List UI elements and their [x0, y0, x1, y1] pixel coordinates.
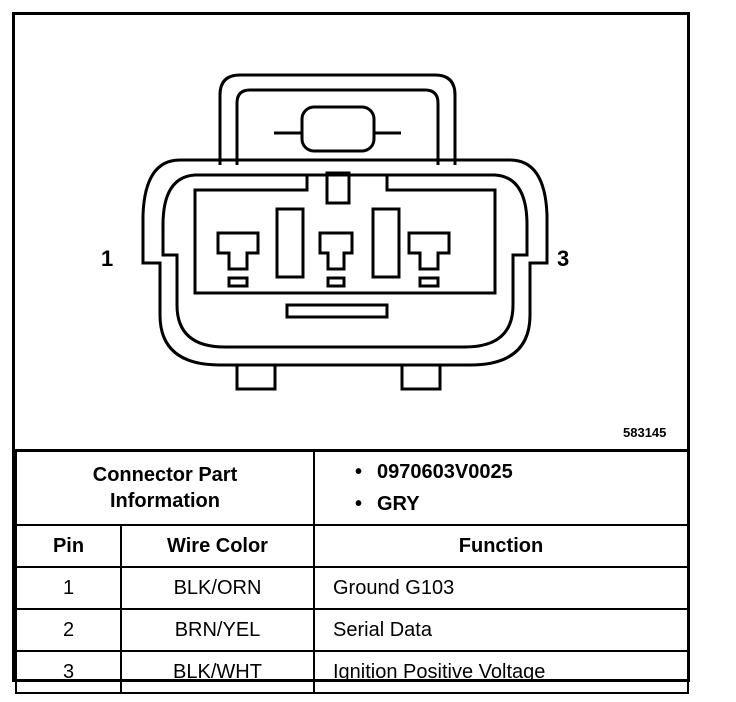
- connector-face-drawing: [141, 73, 549, 391]
- pin-label-1: 1: [101, 246, 114, 271]
- cavity-wall-2: [371, 207, 401, 279]
- latch-outer: [218, 73, 457, 165]
- cavity-wall-1: [275, 207, 305, 279]
- connector-part-label-line1: Connector Part: [92, 464, 238, 486]
- key-notch: [325, 171, 351, 205]
- table-header-row: Pin Wire Color Function: [15, 524, 689, 568]
- row-pin: 2: [15, 608, 122, 652]
- terminal-1: [216, 231, 260, 271]
- row-wire-color: BRN/YEL: [120, 608, 315, 652]
- connector-part-label-line2: Information: [110, 490, 220, 512]
- pin-label-3: 3: [557, 246, 570, 271]
- row-wire-color: BLK/ORN: [120, 566, 315, 610]
- terminal-3-lock: [418, 276, 440, 288]
- housing-inner: [161, 173, 529, 349]
- housing-outer: [141, 158, 549, 367]
- table-row: 1 BLK/ORN Ground G103: [15, 566, 689, 610]
- bottom-tab-left: [235, 365, 277, 391]
- latch-inner: [235, 88, 440, 165]
- table-row: 3 BLK/WHT Ignition Positive Voltage: [15, 650, 689, 694]
- part-info-row: Connector Part Information 0970603V0025 …: [15, 449, 689, 526]
- connector-part-values: 0970603V0025 GRY: [313, 449, 689, 526]
- connector-diagram: 1 3 583145: [15, 15, 687, 449]
- connector-color: GRY: [355, 488, 687, 520]
- terminal-2: [318, 231, 354, 271]
- terminal-2-lock: [326, 276, 346, 288]
- row-function: Serial Data: [313, 608, 689, 652]
- row-function: Ignition Positive Voltage: [313, 650, 689, 694]
- row-function: Ground G103: [313, 566, 689, 610]
- part-number: 0970603V0025: [355, 456, 687, 488]
- cavity-block: [193, 173, 497, 295]
- connector-info-table: Connector Part Information 0970603V0025 …: [15, 449, 689, 694]
- terminal-3: [407, 231, 451, 271]
- bottom-tab-right: [400, 365, 442, 391]
- table-row: 2 BRN/YEL Serial Data: [15, 608, 689, 652]
- figure-id: 583145: [623, 425, 667, 440]
- connector-part-label: Connector Part Information: [15, 449, 315, 526]
- row-pin: 1: [15, 566, 122, 610]
- row-wire-color: BLK/WHT: [120, 650, 315, 694]
- connector-frame: 1 3 583145 Connector Part Information 09…: [12, 12, 690, 694]
- terminal-1-lock: [227, 276, 249, 288]
- header-function: Function: [313, 524, 689, 568]
- header-pin: Pin: [15, 524, 122, 568]
- latch-button: [300, 105, 376, 153]
- row-pin: 3: [15, 650, 122, 694]
- bottom-rib: [285, 303, 389, 319]
- header-wire-color: Wire Color: [120, 524, 315, 568]
